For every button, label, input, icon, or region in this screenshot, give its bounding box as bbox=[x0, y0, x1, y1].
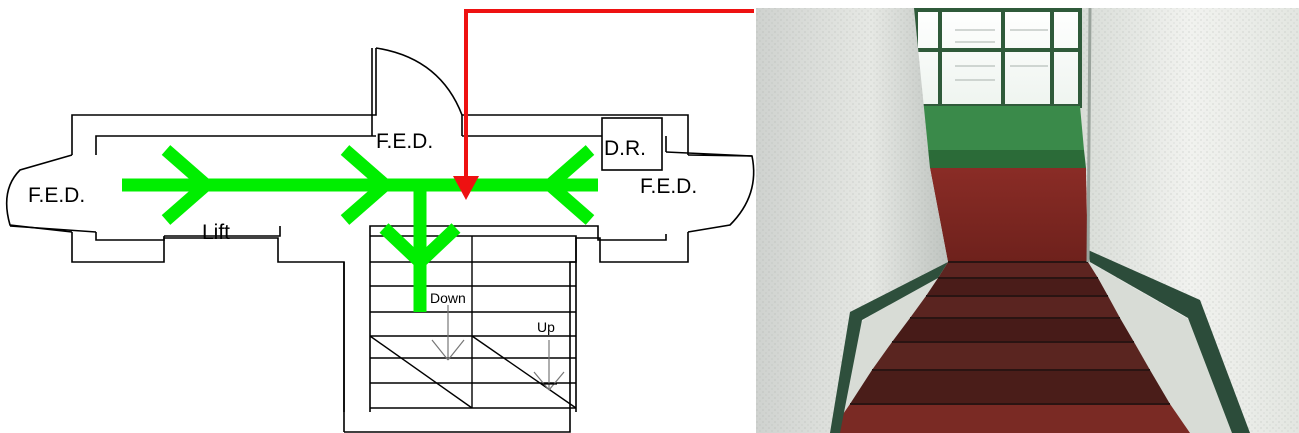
right-door-swing bbox=[687, 154, 755, 233]
flow-chevron-1 bbox=[161, 145, 216, 225]
photo-stairs bbox=[830, 261, 1190, 433]
flow-chevron-3 bbox=[540, 145, 595, 225]
red-pointer bbox=[453, 9, 754, 200]
label-fed-right: F.E.D. bbox=[640, 175, 697, 198]
floor-plan bbox=[5, 47, 755, 433]
photo-landing-floor bbox=[930, 168, 1088, 262]
photo-right-dado bbox=[1088, 250, 1250, 433]
left-door-leaf bbox=[9, 225, 97, 233]
flow-chevron-2 bbox=[340, 145, 395, 225]
pointer-arrowhead bbox=[453, 176, 479, 200]
label-fed-left: F.E.D. bbox=[28, 184, 85, 207]
dr-room bbox=[601, 117, 663, 171]
label-dr: D.R. bbox=[604, 137, 646, 160]
pointer-line bbox=[464, 9, 754, 180]
label-up: Up bbox=[537, 319, 555, 335]
corridor-outer-wall bbox=[71, 48, 689, 412]
photo-left-dado bbox=[830, 262, 948, 433]
flow-chevron-down bbox=[379, 223, 461, 271]
label-fed-center: F.E.D. bbox=[376, 130, 433, 153]
plan-labels: F.E.D. F.E.D. F.E.D. D.R. Lift Down Up bbox=[28, 130, 697, 335]
label-down: Down bbox=[430, 290, 466, 306]
photo-green-bench bbox=[920, 106, 1084, 150]
right-door-leaf bbox=[665, 151, 753, 157]
corridor-inner-wall bbox=[95, 135, 667, 412]
left-door-swing bbox=[5, 154, 73, 233]
label-lift: Lift bbox=[202, 221, 230, 244]
top-door-swing bbox=[375, 47, 463, 116]
flow-arrows bbox=[122, 145, 598, 312]
stair-treads bbox=[369, 236, 577, 409]
stair-arrows bbox=[431, 305, 565, 391]
stairwell-photo bbox=[756, 7, 1299, 433]
